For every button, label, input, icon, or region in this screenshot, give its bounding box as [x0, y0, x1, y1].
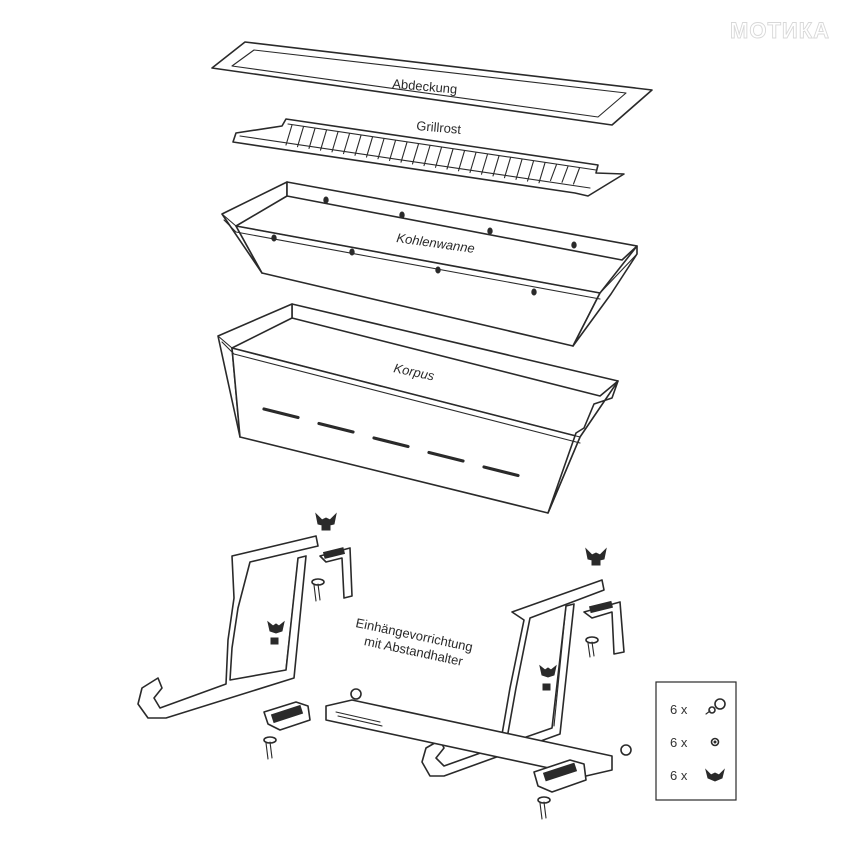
- air-slot: [482, 465, 520, 478]
- bolt: [311, 578, 325, 602]
- grate-rail: [239, 135, 591, 189]
- grate-bar: [561, 165, 569, 183]
- air-slot: [372, 436, 410, 449]
- vent-hole: [323, 196, 329, 204]
- part-label-grill-grate: Grillrost: [416, 118, 462, 137]
- bracket-clip: [583, 600, 625, 655]
- grate-bar: [446, 148, 454, 170]
- grate-bar: [388, 139, 397, 162]
- hardware-count-wing-nut: 6 x: [670, 768, 688, 783]
- hardware-legend: 6 x 6 x 6 x: [655, 681, 737, 801]
- bracket-clip: [319, 547, 353, 599]
- grate-bar: [377, 138, 385, 160]
- left-hanging-bracket: [137, 512, 353, 760]
- spacer-clamp: [533, 744, 632, 820]
- spacer-bar: [325, 688, 613, 777]
- grate-bar: [503, 157, 512, 179]
- air-slot: [262, 407, 300, 420]
- grate-bar: [365, 136, 374, 158]
- vent-hole: [435, 266, 441, 274]
- air-slot: [427, 450, 465, 463]
- vent-hole: [487, 227, 493, 235]
- grate-bar: [492, 155, 500, 177]
- grate-bar: [480, 153, 489, 175]
- grate-bar: [469, 151, 477, 174]
- grate-bar: [319, 129, 328, 151]
- grate-bar: [296, 126, 305, 148]
- vent-hole: [271, 234, 277, 242]
- grate-bar: [538, 162, 546, 184]
- spacer-clamp: [263, 701, 311, 760]
- vent-hole: [571, 241, 577, 249]
- wing-nut: [315, 512, 337, 531]
- grate-bar: [423, 145, 431, 167]
- grate-bar: [515, 158, 523, 180]
- hardware-count-washer: 6 x: [670, 735, 688, 750]
- grate-bar: [331, 131, 339, 153]
- hardware-count-screw: 6 x: [670, 702, 688, 717]
- part-cover: Abdeckung: [211, 41, 653, 126]
- part-charcoal-pan: Kohlenwanne: [221, 181, 638, 347]
- wing-nut-icon: [705, 768, 725, 782]
- grate-bar: [400, 141, 408, 163]
- right-hanging-bracket: [325, 547, 632, 820]
- washer-icon: [710, 737, 720, 747]
- vent-hole: [399, 211, 405, 219]
- watermark-logo: МОТИКА: [730, 18, 830, 43]
- vent-hole: [349, 248, 355, 256]
- part-grill-grate: Grillrost: [232, 118, 625, 197]
- air-slot: [317, 421, 355, 434]
- grate-bar: [434, 146, 443, 168]
- grate-bar: [549, 164, 558, 182]
- grate-rail: [287, 123, 597, 171]
- part-body: Korpus: [217, 303, 619, 514]
- grate-bar: [285, 124, 293, 146]
- grate-bar: [308, 127, 316, 149]
- part-label-charcoal-pan: Kohlenwanne: [396, 230, 476, 256]
- part-label-body: Korpus: [392, 360, 436, 383]
- grate-bar: [342, 133, 351, 155]
- part-label-cover: Abdeckung: [392, 76, 458, 97]
- grate-bar: [411, 143, 420, 165]
- grate-bar: [526, 160, 535, 182]
- grate-bar: [354, 134, 362, 156]
- vent-hole: [531, 288, 537, 296]
- grate-bar: [457, 150, 466, 172]
- mount-label: Einhängevorrichtung mit Abstandhalter: [354, 615, 474, 669]
- grate-bar: [572, 167, 581, 185]
- screw-icon: [705, 698, 726, 715]
